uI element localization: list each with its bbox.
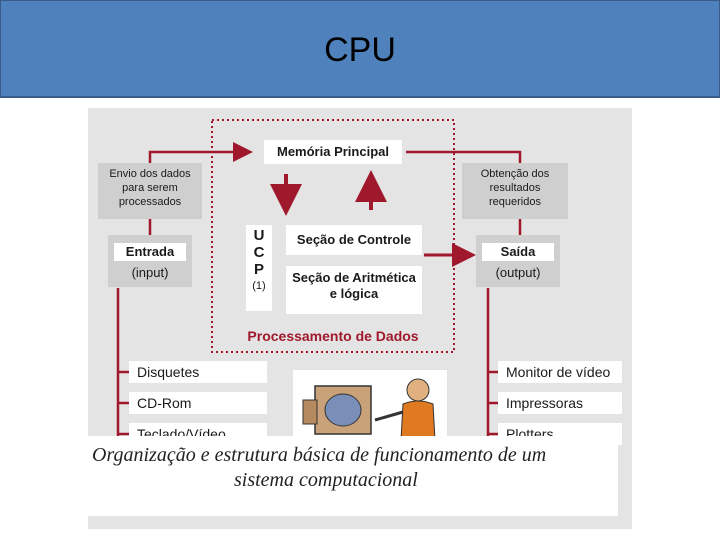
input-sub: (input) bbox=[131, 265, 169, 280]
ucp-letter-c: C bbox=[253, 244, 265, 261]
send-data-line-3: processados bbox=[118, 196, 182, 208]
control-section-box: Seção de Controle bbox=[286, 225, 422, 255]
diagram-connectors bbox=[116, 119, 522, 438]
page-title: CPU bbox=[324, 31, 396, 69]
output-sub: (output) bbox=[495, 265, 541, 280]
caption-box: Organização e estrutura básica de funcio… bbox=[84, 436, 618, 516]
send-data-line-2: para serem bbox=[122, 182, 178, 194]
input-device-item: CD-Rom bbox=[129, 392, 267, 414]
input-label: Entrada bbox=[114, 243, 186, 261]
computer-user-icon bbox=[302, 378, 436, 441]
title-bar: CPU bbox=[0, 0, 720, 98]
ucp-letter-p: P bbox=[253, 261, 264, 278]
output-device-item: Monitor de vídeo bbox=[498, 361, 622, 383]
output-device-item: Impressoras bbox=[498, 392, 622, 414]
caption-line-1: Organização e estrutura básica de funcio… bbox=[92, 444, 547, 466]
ucp-box: U C P (1) bbox=[246, 225, 272, 311]
ucp-letter-u: U bbox=[253, 227, 265, 244]
send-data-box: Envio dos dados para serem processados bbox=[98, 163, 202, 219]
processing-box-outline bbox=[211, 119, 455, 353]
results-box: Obtenção dos resultados requeridos bbox=[462, 163, 568, 219]
arithmetic-line-1: Seção de Aritmética bbox=[292, 270, 416, 285]
send-data-line-1: Envio dos dados bbox=[109, 168, 191, 180]
output-label: Saída bbox=[482, 243, 554, 261]
caption-line-2: sistema computacional bbox=[234, 469, 418, 491]
input-device-item: Disquetes bbox=[129, 361, 267, 383]
computer-illustration bbox=[293, 370, 447, 441]
ucp-footnote: (1) bbox=[252, 280, 266, 292]
results-line-1: Obtenção dos bbox=[480, 168, 550, 180]
arithmetic-section-box: Seção de Aritmética e lógica bbox=[286, 266, 422, 314]
line-from-memory bbox=[406, 150, 522, 163]
processing-label: Processamento de Dados bbox=[247, 328, 419, 344]
main-memory-box: Memória Principal bbox=[264, 140, 402, 164]
arithmetic-line-2: e lógica bbox=[329, 286, 379, 301]
results-line-2: resultados bbox=[489, 182, 541, 194]
output-box: Saída (output) bbox=[476, 235, 560, 287]
results-line-3: requeridos bbox=[489, 196, 541, 208]
input-box: Entrada (input) bbox=[108, 235, 192, 287]
arrow-to-memory bbox=[148, 142, 253, 163]
